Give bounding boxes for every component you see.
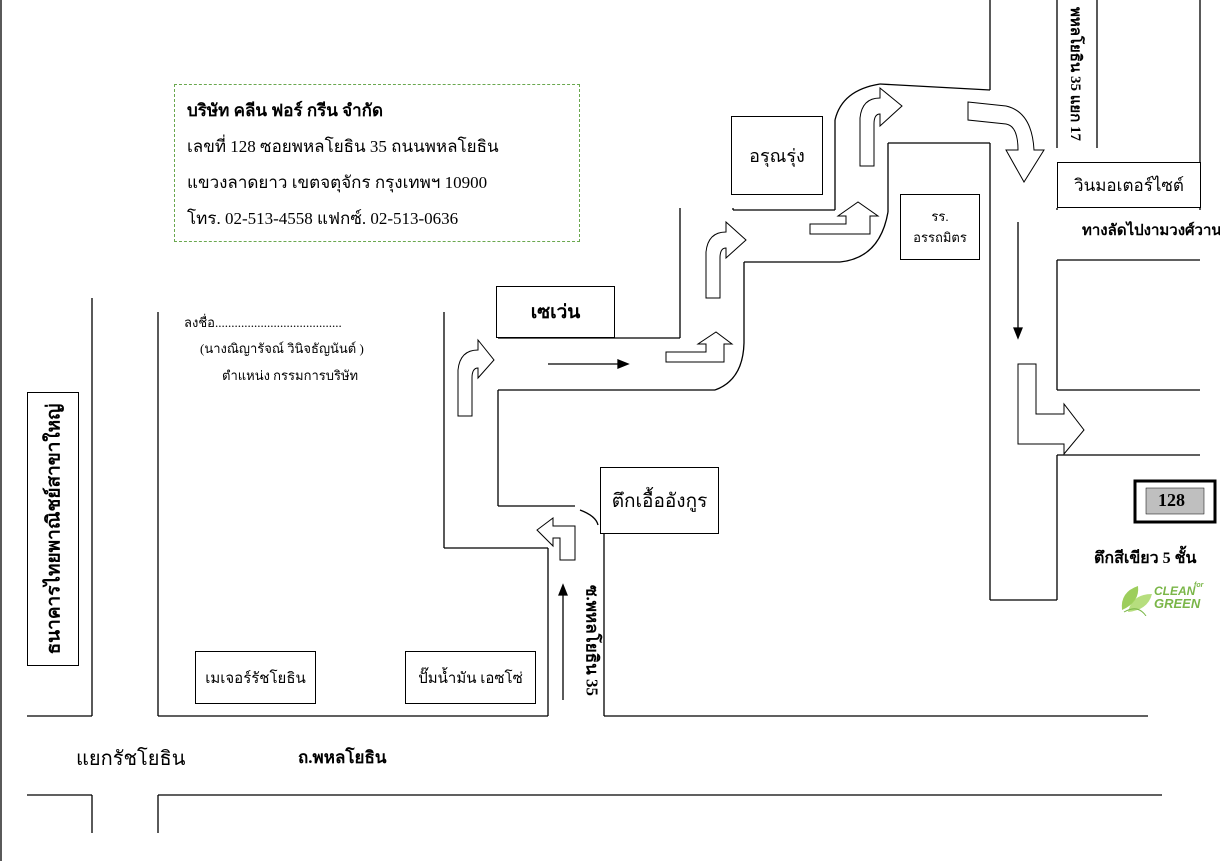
- signer-position: ตำแหน่ง กรรมการบริษัท: [222, 368, 359, 383]
- logo-clean: CLEAN: [1154, 584, 1196, 598]
- esso-label: ปั๊มน้ำมัน เอซโซ่: [418, 670, 523, 687]
- company-contact: โทร. 02-513-4558 แฟกซ์. 02-513-0636: [187, 209, 459, 228]
- clean-for-green-logo: CLEAN for GREEN: [1118, 580, 1208, 616]
- company-info-box: บริษัท คลีน ฟอร์ กรีน จำกัด เลขที่ 128 ซ…: [174, 84, 580, 242]
- arrow-turn-left: [536, 517, 576, 561]
- arrow-up-thin: [558, 583, 568, 596]
- company-name: บริษัท คลีน ฟอร์ กรีน จำกัด: [187, 101, 384, 120]
- landmark-bank: ธนาคารไทยพาณิชย์สาขาใหญ่: [27, 392, 79, 666]
- arrow-down-thin: [1013, 327, 1023, 340]
- building-number: 128: [1158, 490, 1185, 510]
- landmark-motorcycle-stand: วินมอเตอร์ไซต์: [1057, 162, 1201, 208]
- green-building-label: ตึกสีเขียว 5 ชั้น: [1094, 550, 1197, 567]
- signer-name: (นางณิญารัจณ์ วินิจธัญนันต์ ): [200, 341, 364, 356]
- landmark-arunrung: อรุณรุ่ง: [731, 116, 823, 195]
- arrow-bend-up-1: [665, 331, 734, 363]
- arrow-turn-right-3: [859, 86, 903, 167]
- soi-35-17-label: พหลโยธิน 35 แยก 17: [1067, 6, 1083, 141]
- landmark-aua-building: ตึกเอื้ออังกูร: [600, 467, 719, 534]
- landmark-seven-label: เซเว่น: [530, 302, 581, 323]
- school-label-2: อรรถมิตร: [913, 230, 967, 245]
- company-address-2: แขวงลาดยาว เขตจตุจักร กรุงเทพฯ 10900: [187, 173, 488, 192]
- arrow-bend-up-2: [809, 201, 880, 235]
- bank-label: ธนาคารไทยพาณิชย์สาขาใหญ่: [43, 403, 65, 655]
- landmark-esso: ปั๊มน้ำมัน เอซโซ่: [405, 651, 536, 704]
- aua-building-label: ตึกเอื้ออังกูร: [611, 490, 708, 512]
- logo-for: for: [1194, 582, 1204, 589]
- intersection-label: แยกรัชโยธิน: [76, 748, 186, 770]
- landmark-major: เมเจอร์รัชโยธิน: [195, 651, 316, 704]
- major-label: เมเจอร์รัชโยธิน: [205, 670, 306, 687]
- shortcut-label: ทางลัดไปงามวงศ์วาน: [1082, 223, 1220, 239]
- landmark-school: รร. อรรถมิตร: [900, 194, 980, 260]
- school-label-1: รร.: [931, 209, 949, 224]
- landmark-arunrung-label: อรุณรุ่ง: [749, 146, 805, 166]
- logo-green: GREEN: [1154, 596, 1201, 611]
- arrow-turn-right-2: [705, 220, 747, 299]
- arrow-turn-right-1: [457, 338, 495, 417]
- landmark-seven-eleven: เซเว่น: [496, 286, 615, 338]
- arrow-right-thin: [617, 359, 630, 369]
- win-motor-label: วินมอเตอร์ไซต์: [1074, 175, 1184, 195]
- signature-line: ลงชื่อ..................................…: [184, 315, 342, 330]
- main-road-label: ถ.พหลโยธิน: [298, 748, 387, 767]
- company-address-1: เลขที่ 128 ซอยพหลโยธิน 35 ถนนพหลโยธิน: [187, 137, 499, 156]
- arrow-turn-down: [967, 101, 1045, 183]
- arrow-turn-right-4: [1017, 363, 1085, 456]
- soi-35-label: ซ.พหลโยธิน 35: [582, 585, 602, 696]
- leaf-icon: [1121, 586, 1152, 616]
